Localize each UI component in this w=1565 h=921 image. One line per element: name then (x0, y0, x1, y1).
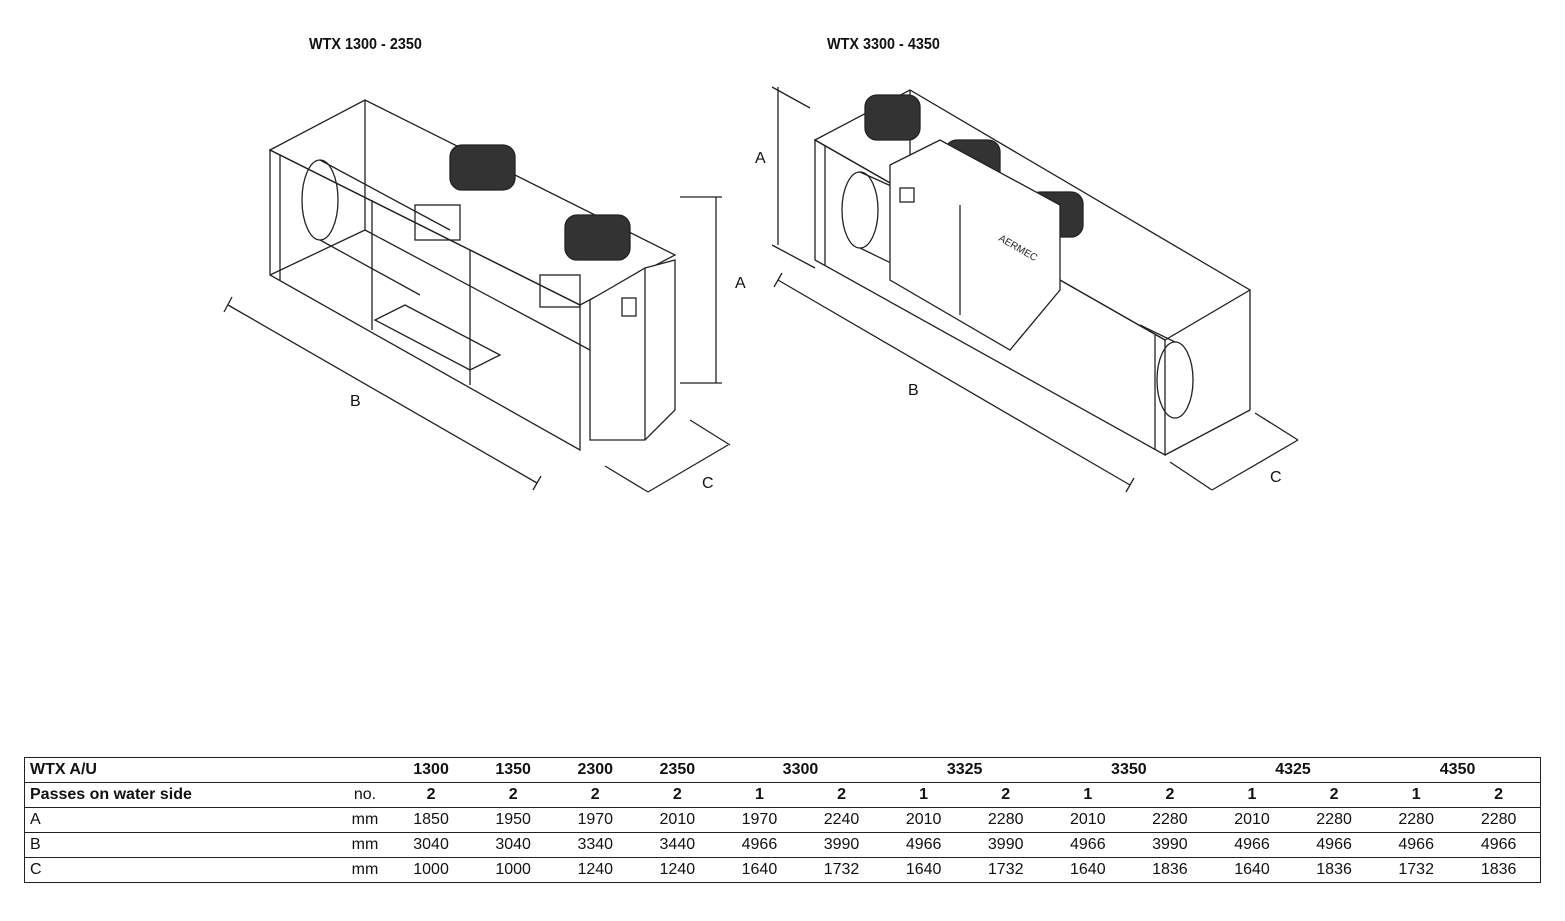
table-cell: 4966 (1457, 832, 1541, 858)
table-cell: 1836 (1293, 857, 1376, 883)
dimensions-table: WTX A/U 1300 1350 2300 2350 3300 3325 3350 4325 4… (24, 757, 1541, 883)
row-label: C (24, 857, 340, 883)
row-unit: mm (340, 832, 390, 858)
table-cell: 2 (1293, 782, 1376, 808)
table-cell: 2010 (1046, 807, 1129, 833)
table-cell: 2240 (800, 807, 883, 833)
table-cell: 1640 (1210, 857, 1294, 883)
right-unit-drawing (771, 86, 1299, 493)
table-cell: 2280 (1375, 807, 1458, 833)
table-cell: 1970 (718, 807, 801, 833)
table-cell: 2 (1128, 782, 1211, 808)
model-header: 2350 (659, 761, 696, 778)
table-cell: 1640 (718, 857, 801, 883)
table-cell: 1850 (390, 807, 473, 833)
table-cell: 2 (472, 782, 555, 808)
row-unit: no. (340, 782, 390, 808)
table-cell: 3990 (1128, 832, 1211, 858)
table-cell: 3990 (800, 832, 883, 858)
table-cell: 4966 (1375, 832, 1458, 858)
drawing-title-right: WTX 3300 - 4350 (827, 36, 940, 53)
table-cell: 1640 (882, 857, 965, 883)
table-cell: 2280 (1128, 807, 1211, 833)
model-header: 1350 (495, 761, 531, 778)
table-cell: 2 (554, 782, 637, 808)
model-header: 2300 (577, 761, 614, 778)
dimension-c-label: C (702, 475, 714, 492)
table-cell: 3040 (472, 832, 555, 858)
table-cell: 1836 (1128, 857, 1211, 883)
table-cell: 4966 (1293, 832, 1376, 858)
table-cell: 1 (1046, 782, 1129, 808)
table-cell: 1732 (800, 857, 883, 883)
model-header: 4350 (1439, 761, 1476, 778)
dimension-c-label: C (1270, 469, 1282, 486)
row-unit: mm (340, 807, 390, 833)
table-cell: 1 (882, 782, 965, 808)
row-unit: mm (340, 857, 390, 883)
table-cell: 1836 (1457, 857, 1541, 883)
table-cell: 2 (964, 782, 1047, 808)
table-cell: 1000 (390, 857, 473, 883)
table-cell: 2 (636, 782, 719, 808)
table-cell: 1 (1375, 782, 1458, 808)
model-header: 1300 (413, 761, 449, 778)
table-cell: 1 (718, 782, 801, 808)
table-cell: 3990 (964, 832, 1047, 858)
table-cell: 2280 (964, 807, 1047, 833)
unit-header (340, 758, 390, 783)
table-cell: 4966 (882, 832, 965, 858)
model-header: 3300 (782, 761, 819, 778)
table-cell: 3440 (636, 832, 719, 858)
unit-drawings: AERMEC (223, 86, 1299, 493)
table-cell: 1732 (964, 857, 1047, 883)
table-cell: 1970 (554, 807, 637, 833)
table-cell: 2010 (882, 807, 965, 833)
dimension-b-label: B (350, 393, 361, 410)
table-cell: 1240 (636, 857, 719, 883)
dimension-b-label: B (908, 382, 919, 399)
table-cell: 2280 (1457, 807, 1541, 833)
left-unit-drawing (223, 99, 731, 493)
row-label: Passes on water side (24, 782, 340, 808)
table-header-row: WTX A/U 1300 1350 2300 2350 3300 3325 3350 4325 4… (25, 758, 1541, 783)
table-header-label: WTX A/U (30, 761, 97, 778)
drawing-title-left: WTX 1300 - 2350 (309, 36, 422, 53)
row-label: A (24, 807, 340, 833)
table-cell: 2280 (1293, 807, 1376, 833)
dimension-a-label: A (735, 275, 746, 292)
table-cell: 4966 (1210, 832, 1294, 858)
table-cell: 2 (1457, 782, 1541, 808)
table-cell: 1950 (472, 807, 555, 833)
model-header: 3350 (1111, 761, 1147, 778)
table-cell: 1 (1210, 782, 1294, 808)
table-cell: 1640 (1046, 857, 1129, 883)
table-cell: 4966 (718, 832, 801, 858)
table-cell: 3340 (554, 832, 637, 858)
model-header: 4325 (1275, 761, 1311, 778)
table-cell: 1732 (1375, 857, 1458, 883)
row-label: B (24, 832, 340, 858)
dimension-a-label: A (755, 150, 766, 167)
table-cell: 2 (800, 782, 883, 808)
table-cell: 4966 (1046, 832, 1129, 858)
table-cell: 1240 (554, 857, 637, 883)
table-cell: 2 (390, 782, 473, 808)
table-cell: 3040 (390, 832, 473, 858)
table-cell: 2010 (636, 807, 719, 833)
table-cell: 2010 (1210, 807, 1294, 833)
table-cell: 1000 (472, 857, 555, 883)
model-header: 3325 (946, 761, 983, 778)
